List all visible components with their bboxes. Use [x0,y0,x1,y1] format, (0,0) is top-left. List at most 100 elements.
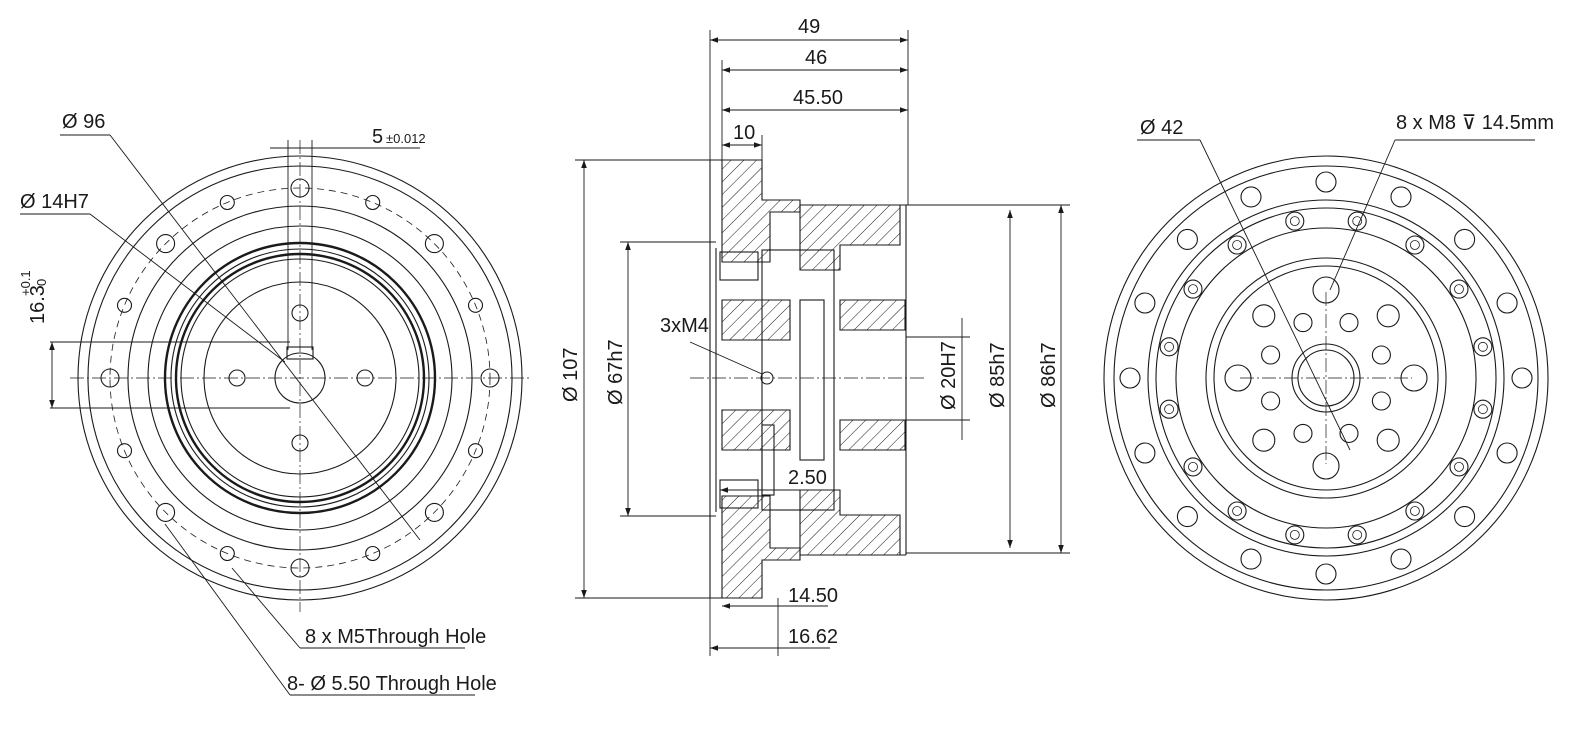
inner-hole [1261,345,1281,365]
socket-head-hex [1164,341,1174,352]
socket-head-hex [1232,240,1242,250]
socket-head-hole [1405,235,1425,255]
dim-key-width: 5 [372,126,383,148]
socket-head-hex [1352,216,1363,227]
socket-head-hole [1159,399,1179,419]
flange-hole [467,297,484,313]
socket-head-hole [1347,211,1367,231]
dim-d67: Ø 67h7 [605,339,627,405]
dim-height: 16.3 [27,285,49,324]
socket-head-hex [1164,404,1174,415]
socket-head-hole [1405,501,1425,521]
large-hole [1224,364,1252,392]
socket-head-hole [1159,337,1179,357]
mid-hole [1376,428,1400,452]
note-through-holes: 8- Ø 5.50 Through Hole [287,673,497,695]
inner-holes [228,304,374,452]
flange-hole [424,502,444,522]
dim-len-2-50: 2.50 [788,467,827,489]
dim-len-16-62: 16.62 [788,626,838,648]
inner-hole [1261,391,1281,411]
dim-len-14-50: 14.50 [788,585,838,607]
dim-len-49: 49 [798,16,820,38]
socket-head-hex [1289,216,1300,227]
outer-hole [1390,186,1412,208]
flange-hole [156,502,176,522]
dim-d85: Ø 85h7 [987,342,1009,408]
flange-hole [290,558,310,578]
inner-hole [1371,345,1391,365]
flange-hole [219,545,235,562]
socket-head-hex [1410,240,1420,250]
label-3xm4: 3xM4 [660,315,709,337]
socket-head-hole [1183,457,1203,477]
flange-holes [1119,171,1533,585]
flange-hole [116,443,133,459]
outer-hole [1496,292,1518,314]
dim-key-tolerance: ±0.012 [386,131,426,146]
socket-head-hex [1478,404,1488,415]
socket-head-hex [1454,284,1464,295]
flange-hole [480,368,500,388]
socket-head-hole [1473,337,1493,357]
socket-head-hole [1449,457,1469,477]
flange-holes [100,178,500,578]
mid-hole [1252,304,1276,328]
dim-len-10: 10 [733,122,755,144]
inner-hole [1339,313,1359,333]
flange-hole [424,234,444,254]
socket-head-hex [1289,530,1300,540]
socket-head-hole [1227,501,1247,521]
outer-hole [1119,367,1141,389]
socket-head-hole [1347,525,1367,545]
dim-d20: Ø 20H7 [938,341,960,410]
socket-head-hole [1285,211,1305,231]
inner-hole [1371,391,1391,411]
dim-d86: Ø 86h7 [1038,342,1060,408]
socket-head-hex [1232,506,1242,516]
dim-height-tol-upper: +0.1 [18,270,33,296]
mid-hole [1252,428,1276,452]
note-m8-holes: 8 x M8 ⊽ 14.5mm [1396,112,1554,134]
outer-hole [1134,442,1156,464]
section-view: 49 46 45.50 10 Ø 107 Ø 67h7 3xM4 2.50 14… [560,16,1070,656]
socket-head-hex [1188,284,1198,295]
outer-flange-circle [1103,155,1549,601]
socket-head-hex [1188,461,1198,472]
mid-hole [1376,304,1400,328]
large-hole [1312,452,1340,480]
outer-hole [1454,228,1476,250]
outer-hole [1511,367,1533,389]
dim-d96: Ø 96 [62,111,105,133]
socket-head-hex [1478,341,1488,352]
outer-hole [1240,548,1262,570]
socket-head-hex [1352,530,1363,540]
large-hole [1312,276,1340,304]
flange-hole [116,297,133,313]
outer-hole [1240,186,1262,208]
left-view: Ø 96 Ø 14H7 5 ±0.012 16.3 +0.1 0 8 x M5T… [18,111,530,696]
flange-hole [219,194,235,211]
flange-hole [467,443,484,459]
flange-hole [365,194,381,211]
dim-d107: Ø 107 [560,348,582,402]
outer-hole [1315,563,1337,585]
note-m5-holes: 8 x M5Through Hole [305,626,486,648]
socket-head-hole [1449,279,1469,299]
inner-hole [1293,313,1313,333]
flange-hole [100,368,120,388]
flange-hole [156,234,176,254]
outer-hole [1134,292,1156,314]
inner-hole [1339,423,1359,443]
outer-hole [1390,548,1412,570]
socket-head-hole [1285,525,1305,545]
dim-height-tol-lower: 0 [34,279,49,286]
dim-len-46: 46 [805,47,827,69]
flange-hole [365,545,381,562]
large-hole [1400,364,1428,392]
outer-hole [1176,228,1198,250]
outer-hole [1315,171,1337,193]
outer-hole [1496,442,1518,464]
dim-len-45-50: 45.50 [793,87,843,109]
